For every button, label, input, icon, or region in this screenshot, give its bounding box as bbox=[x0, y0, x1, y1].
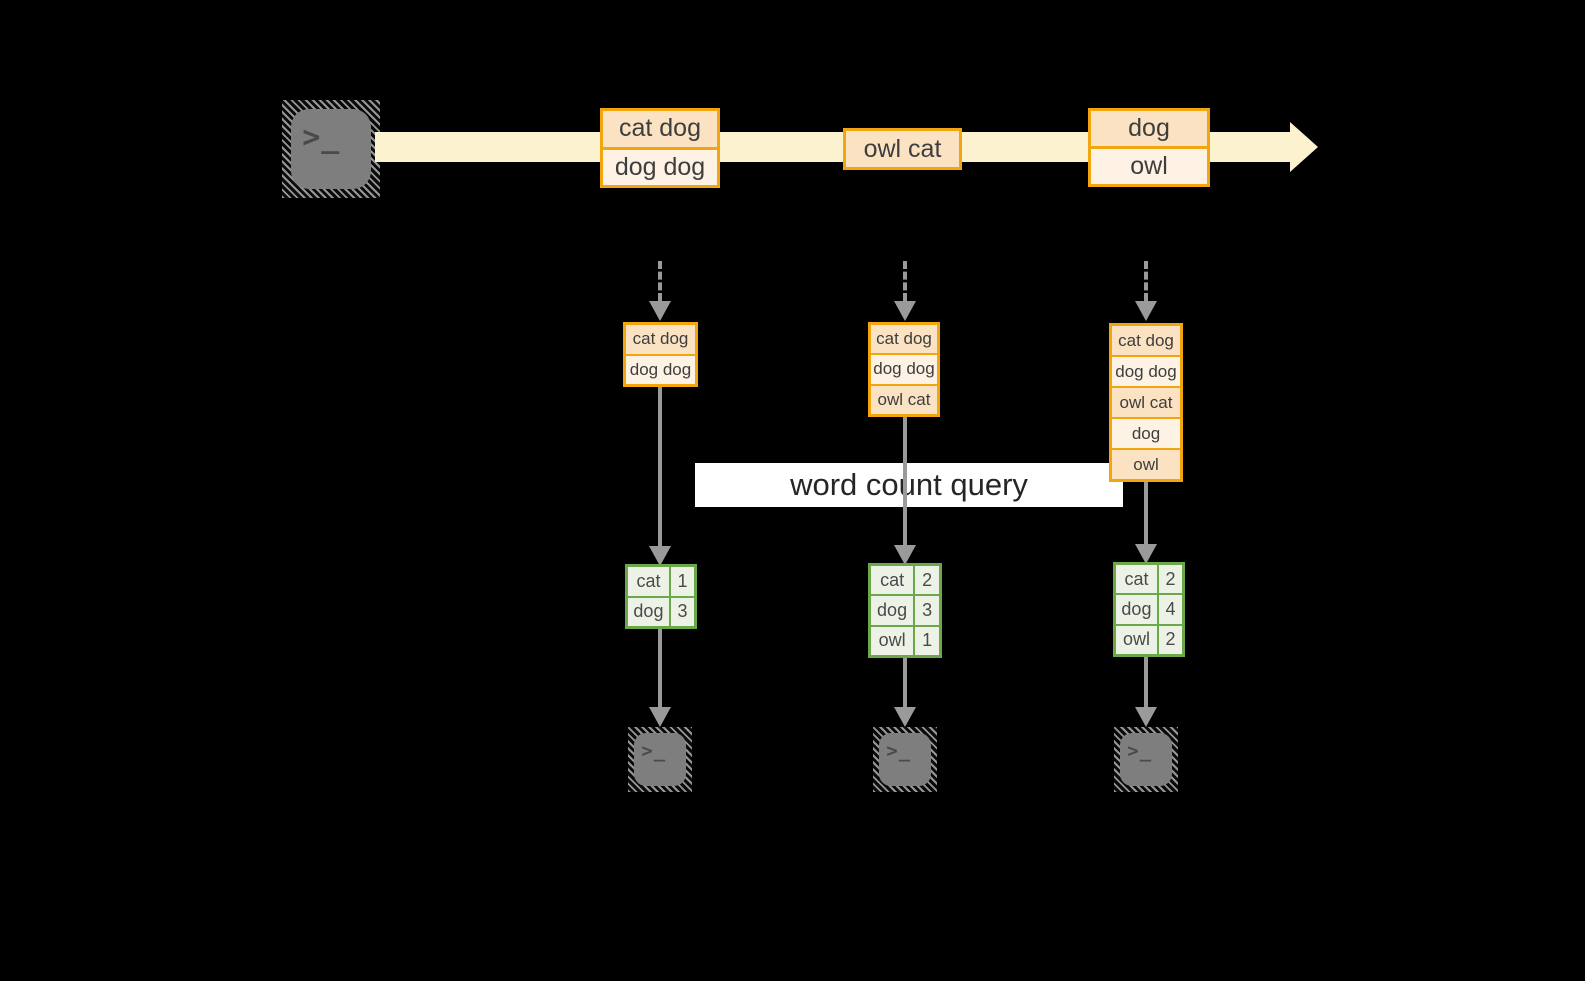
stream-line: dog dog bbox=[626, 353, 695, 384]
flow-arrowhead-icon bbox=[1135, 544, 1157, 564]
stream-state-1: cat dog dog dog bbox=[623, 322, 698, 387]
word-cell: dog bbox=[871, 596, 914, 625]
sink-terminal-icon-3: >_ bbox=[1114, 727, 1178, 792]
batch-line: cat dog bbox=[603, 111, 717, 147]
sink-terminal-icon-2: >_ bbox=[873, 727, 937, 792]
dashed-arrowhead-icon bbox=[649, 301, 671, 321]
count-cell: 3 bbox=[915, 596, 939, 625]
word-cell: cat bbox=[1116, 565, 1157, 594]
prompt-glyph: >_ bbox=[302, 120, 341, 156]
stream-line: cat dog bbox=[1112, 326, 1180, 355]
count-cell: 1 bbox=[670, 567, 694, 596]
word-cell: owl bbox=[871, 626, 914, 655]
flow-arrowhead-icon bbox=[894, 545, 916, 565]
batch-line: owl cat bbox=[846, 131, 959, 167]
batch-box-2: owl cat bbox=[843, 128, 962, 170]
word-count-query-label: word count query bbox=[695, 463, 1123, 507]
flow-arrow-line bbox=[658, 629, 662, 709]
stream-line: dog dog bbox=[1112, 355, 1180, 386]
terminal-screen: >_ bbox=[291, 109, 371, 189]
stream-line: owl cat bbox=[1112, 386, 1180, 417]
dashed-arrow-line bbox=[903, 261, 907, 301]
stream-line: dog dog bbox=[871, 353, 937, 384]
word-cell: cat bbox=[628, 567, 669, 596]
count-cell: 2 bbox=[1158, 565, 1182, 594]
flow-arrow-line bbox=[658, 387, 662, 546]
terminal-screen: >_ bbox=[1120, 733, 1172, 786]
flow-arrowhead-icon bbox=[649, 707, 671, 727]
word-cell: owl bbox=[1116, 625, 1157, 654]
source-terminal-icon: >_ bbox=[282, 100, 380, 198]
flow-arrowhead-icon bbox=[894, 707, 916, 727]
count-cell: 1 bbox=[915, 626, 939, 655]
terminal-screen: >_ bbox=[879, 733, 931, 786]
count-cell: 2 bbox=[915, 566, 939, 595]
terminal-screen: >_ bbox=[634, 733, 686, 786]
prompt-glyph: >_ bbox=[641, 740, 667, 763]
flow-arrow-line bbox=[1144, 657, 1148, 709]
batch-box-3: dog owl bbox=[1088, 108, 1210, 187]
word-cell: dog bbox=[628, 597, 669, 626]
dashed-arrowhead-icon bbox=[1135, 301, 1157, 321]
stream-state-3: cat dog dog dog owl cat dog owl bbox=[1109, 323, 1183, 482]
flow-arrow-line bbox=[903, 658, 907, 709]
count-cell: 2 bbox=[1158, 625, 1182, 654]
batch-box-1: cat dog dog dog bbox=[600, 108, 720, 188]
stream-line: cat dog bbox=[626, 325, 695, 354]
count-cell: 4 bbox=[1158, 595, 1182, 624]
flow-arrow-line bbox=[1144, 482, 1148, 544]
prompt-glyph: >_ bbox=[1127, 740, 1153, 763]
flow-arrow-line bbox=[903, 417, 907, 545]
stream-arrowhead-icon bbox=[1290, 122, 1318, 172]
stream-line: cat dog bbox=[871, 325, 937, 354]
stream-line: dog bbox=[1112, 417, 1180, 448]
word-cell: dog bbox=[1116, 595, 1157, 624]
sink-terminal-icon-1: >_ bbox=[628, 727, 692, 792]
dashed-arrow-line bbox=[658, 261, 662, 301]
word-count-table-1: cat 1 dog 3 bbox=[625, 564, 697, 629]
stream-line: owl cat bbox=[871, 383, 937, 414]
batch-line: dog dog bbox=[603, 146, 717, 185]
flow-arrowhead-icon bbox=[649, 546, 671, 566]
prompt-glyph: >_ bbox=[886, 740, 912, 763]
flow-arrowhead-icon bbox=[1135, 707, 1157, 727]
dashed-arrowhead-icon bbox=[894, 301, 916, 321]
batch-line: dog bbox=[1091, 111, 1207, 146]
batch-line: owl bbox=[1091, 146, 1207, 184]
stream-line: owl bbox=[1112, 448, 1180, 479]
word-count-table-3: cat 2 dog 4 owl 2 bbox=[1113, 562, 1185, 657]
count-cell: 3 bbox=[670, 597, 694, 626]
dashed-arrow-line bbox=[1144, 261, 1148, 301]
stream-state-2: cat dog dog dog owl cat bbox=[868, 322, 940, 417]
word-count-table-2: cat 2 dog 3 owl 1 bbox=[868, 563, 942, 658]
word-cell: cat bbox=[871, 566, 914, 595]
